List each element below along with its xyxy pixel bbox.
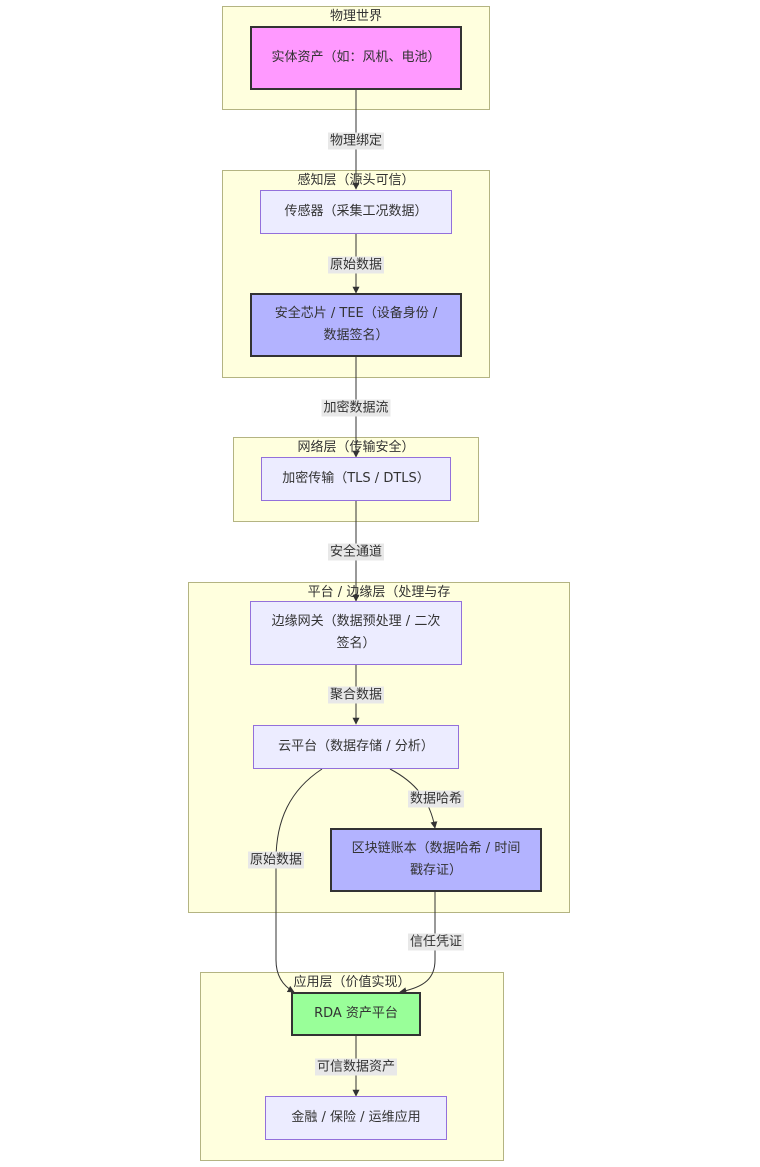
node-sensor: 传感器（采集工况数据） bbox=[260, 190, 452, 234]
cluster-platform-edge-layer-label: 平台 / 边缘层（处理与存 bbox=[307, 585, 451, 600]
edge-label-secure: 安全通道 bbox=[327, 543, 385, 561]
node-secure-chip-tee: 安全芯片 / TEE（设备身份 / 数据签名） bbox=[250, 293, 462, 357]
node-cloud-platform: 云平台（数据存储 / 分析） bbox=[253, 725, 459, 769]
edge-label-encflow: 加密数据流 bbox=[321, 399, 391, 417]
edge-label-raw2: 原始数据 bbox=[247, 851, 305, 869]
node-encrypted-transport: 加密传输（TLS / DTLS） bbox=[261, 457, 451, 501]
edge-label-agg: 聚合数据 bbox=[327, 686, 385, 704]
node-edge-gateway: 边缘网关（数据预处理 / 二次签名） bbox=[250, 601, 462, 665]
edge-label-raw1: 原始数据 bbox=[327, 256, 385, 274]
cluster-physical-world-label: 物理世界 bbox=[329, 9, 382, 24]
cluster-perception-layer-label: 感知层（源头可信） bbox=[297, 173, 415, 188]
edge-label-bind: 物理绑定 bbox=[327, 132, 385, 150]
cluster-application-layer-label: 应用层（价值实现） bbox=[293, 975, 411, 990]
node-physical-asset: 实体资产（如：风机、电池） bbox=[250, 26, 462, 90]
node-blockchain-ledger: 区块链账本（数据哈希 / 时间戳存证） bbox=[330, 828, 542, 892]
edge-label-hash: 数据哈希 bbox=[407, 790, 465, 808]
node-rda-asset-platform: RDA 资产平台 bbox=[291, 992, 421, 1036]
cluster-network-layer-label: 网络层（传输安全） bbox=[297, 440, 415, 455]
edge-label-trust: 信任凭证 bbox=[407, 933, 465, 951]
node-applications: 金融 / 保险 / 运维应用 bbox=[265, 1096, 447, 1140]
edge-label-trusted: 可信数据资产 bbox=[314, 1058, 398, 1076]
